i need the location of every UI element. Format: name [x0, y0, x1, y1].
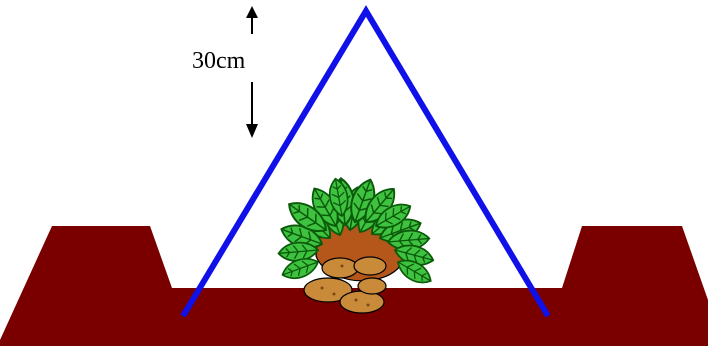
arrow-down-icon — [246, 82, 258, 138]
arrow-up-icon — [246, 6, 258, 34]
height-dimension-label: 30cm — [190, 48, 247, 74]
